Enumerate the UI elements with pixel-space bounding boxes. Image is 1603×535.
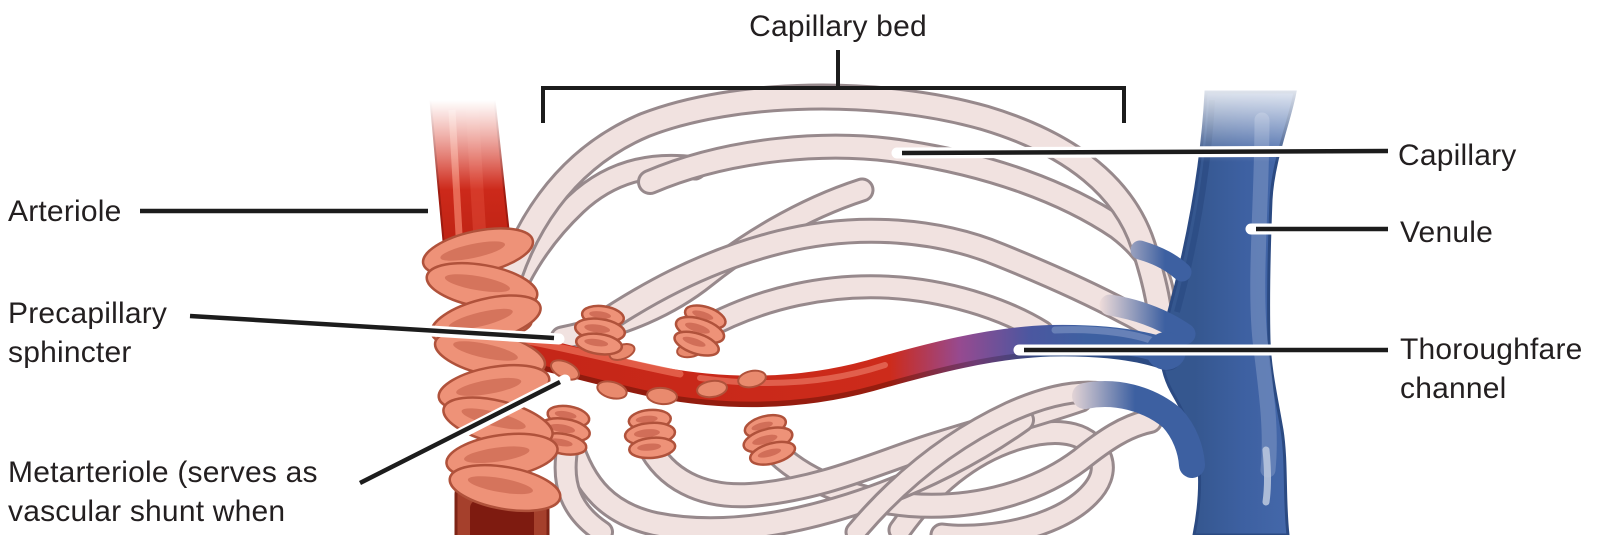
label-arteriole: Arteriole <box>8 195 122 228</box>
label-capillary: Capillary <box>1398 139 1517 172</box>
precapillary-sphincter-leader-line <box>189 313 555 341</box>
metarteriole-leader-line <box>358 379 562 486</box>
capillary-bed-title: Capillary bed <box>749 7 927 46</box>
leader-lines <box>136 145 1394 490</box>
metarteriole-thoroughfare-channel <box>456 324 1186 408</box>
capillary-leader-line <box>901 148 1389 156</box>
label-precapillary-sphincter: Precapillary sphincter <box>8 297 168 369</box>
capillary-bed-title-text: Capillary bed <box>749 10 927 43</box>
venule-junction-stubs <box>1072 240 1205 478</box>
capillary-bed-bracket <box>541 50 1126 123</box>
label-venule: Venule <box>1400 216 1493 249</box>
metarteriole-muscle-bumps <box>549 341 767 406</box>
label-metarteriole: Metarteriole (serves as vascular shunt w… <box>8 456 318 528</box>
arteriole-top-fade <box>415 80 530 192</box>
label-thoroughfare-channel: Thoroughfare channel <box>1400 333 1583 405</box>
